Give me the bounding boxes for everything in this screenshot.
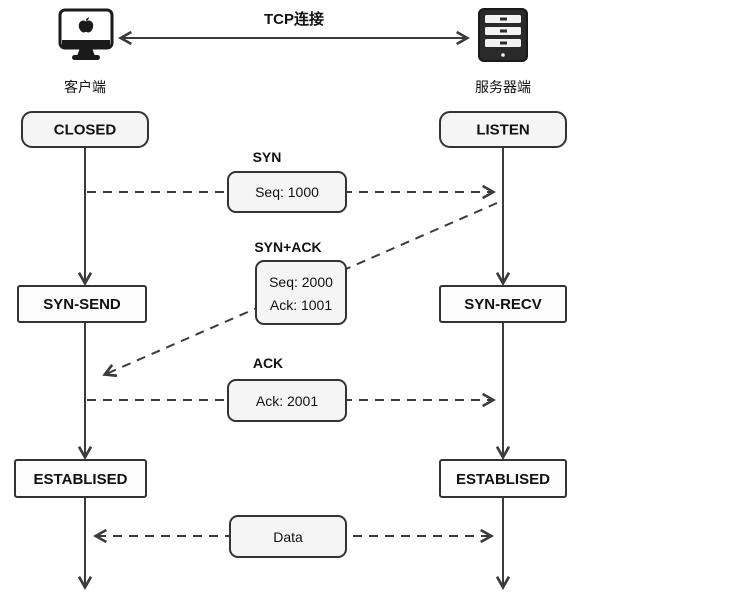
syn-message-label: SYN [253, 149, 282, 165]
client-state-established-label: ESTABLISED [34, 471, 128, 488]
server-slot-handle [500, 29, 507, 33]
client-state-established-box [14, 459, 147, 498]
apple-logo-icon [78, 17, 94, 33]
client-computer-icon [58, 8, 114, 60]
server-power-led [501, 53, 505, 57]
server-label: 服务器端 [475, 79, 531, 95]
server-state-established-box [439, 459, 567, 498]
server-state-listen-label: LISTEN [476, 122, 529, 139]
monitor-base [72, 55, 100, 60]
client-state-syn-send-box [17, 285, 147, 323]
server-slot-handle [500, 17, 507, 21]
client-state-syn-send-label: SYN-SEND [43, 296, 121, 313]
data-box [229, 515, 347, 558]
syn-ack-box [255, 260, 347, 325]
monitor-chin [62, 40, 110, 47]
ack-message-label: ACK [253, 355, 283, 371]
server-state-syn-recv-label: SYN-RECV [464, 296, 542, 313]
syn-ack-ack-text: Ack: 1001 [270, 297, 332, 313]
server-slot-handle [500, 41, 507, 45]
syn-seq-box [227, 171, 347, 213]
server-state-syn-recv-box [439, 285, 567, 323]
tcp-connection-label: TCP连接 [264, 10, 324, 28]
server-state-listen-box [439, 111, 567, 148]
ack-text: Ack: 2001 [256, 393, 318, 409]
ack-box [227, 379, 347, 422]
client-label: 客户端 [64, 79, 106, 95]
syn-ack-message-label: SYN+ACK [254, 239, 321, 255]
client-state-closed-label: CLOSED [54, 122, 117, 139]
monitor-stand [77, 48, 95, 56]
syn-seq-text: Seq: 1000 [255, 184, 319, 200]
data-label: Data [273, 529, 303, 545]
syn-ack-seq-text: Seq: 2000 [269, 274, 333, 290]
client-state-closed-box [21, 111, 149, 148]
server-rack-icon [478, 8, 528, 62]
server-state-established-label: ESTABLISED [456, 471, 550, 488]
